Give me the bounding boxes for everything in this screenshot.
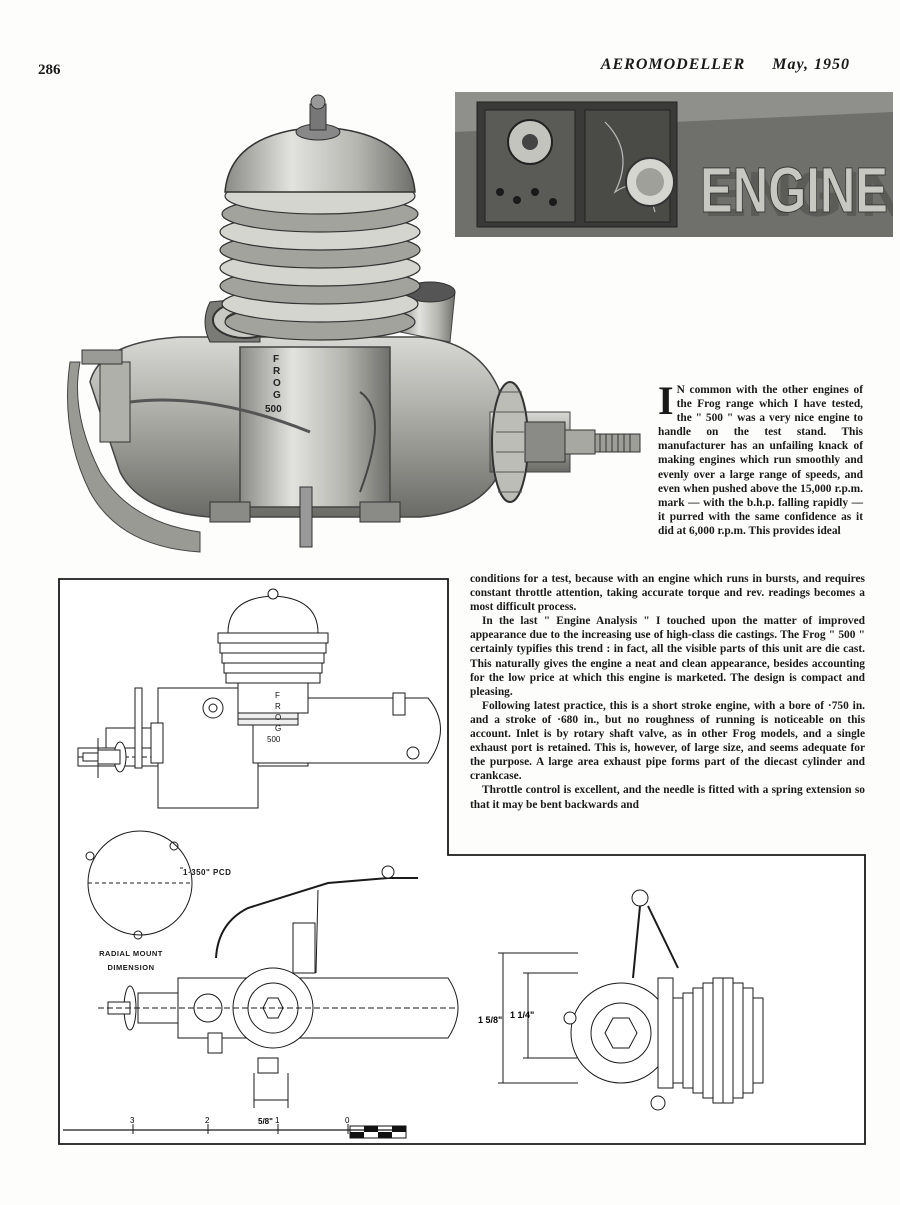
issue-date: May, 1950 <box>772 56 850 73</box>
scale-bar: 3 2 1 0 <box>63 1116 407 1139</box>
intro-text: N common with the other engines of the F… <box>658 384 863 537</box>
pcd-label: 1·350" PCD <box>183 868 232 877</box>
engine-mark-number: 500 <box>265 404 282 415</box>
plan-view <box>98 865 459 1108</box>
title-word: ENGINE <box>700 154 888 226</box>
front-view <box>498 889 764 1111</box>
pcd-circle-diagram <box>85 830 193 940</box>
body-paragraph: In the last " Engine Analysis " I touche… <box>470 615 865 698</box>
dimension-label: 1 5/8" <box>478 1015 502 1025</box>
engine-mark-number: 500 <box>267 735 281 744</box>
body-paragraph: Throttle control is excellent, and the n… <box>470 784 865 811</box>
radial-mount-line: RADIAL MOUNT <box>99 949 163 958</box>
side-elevation: F R O G 500 <box>77 588 441 809</box>
engine-mark-letter: O <box>275 713 281 722</box>
scale-label: 1 <box>275 1116 280 1125</box>
engine-title-panel: ENGINE ENGINE <box>455 92 893 237</box>
scale-label: 3 <box>130 1116 135 1125</box>
engine-mark-letter: F <box>275 691 280 700</box>
body-paragraph: conditions for a test, because with an e… <box>470 573 865 614</box>
body-column: conditions for a test, because with an e… <box>470 572 865 812</box>
engine-mark-letter: O <box>273 378 281 389</box>
title-word-shadow: ENGINE <box>704 158 893 230</box>
running-header: AEROMODELLER May, 1950 <box>601 56 850 74</box>
scale-label: 2 <box>205 1116 210 1125</box>
engine-mark-letter: R <box>275 702 281 711</box>
dimension-label: 5/8" <box>258 1117 273 1126</box>
magazine-title: AEROMODELLER <box>600 56 746 73</box>
radial-mount-label: RADIAL MOUNT DIMENSION <box>86 947 176 975</box>
body-paragraph: Following latest practice, this is a sho… <box>470 699 865 783</box>
engine-photo: F R O G 500 <box>67 94 641 553</box>
engine-mark-letter: G <box>273 390 281 401</box>
engine-mark-letter: R <box>273 366 281 377</box>
drop-cap: I <box>658 378 674 423</box>
technical-drawing: F R O G 500 <box>58 578 866 1145</box>
page-number: 286 <box>38 62 61 78</box>
dimension-label: 1 1/4" <box>510 1010 534 1020</box>
engine-mark-letter: G <box>275 724 281 733</box>
scale-label: 0 <box>345 1116 350 1125</box>
engine-mark-letter: F <box>273 354 279 365</box>
radial-mount-line: DIMENSION <box>107 963 155 972</box>
